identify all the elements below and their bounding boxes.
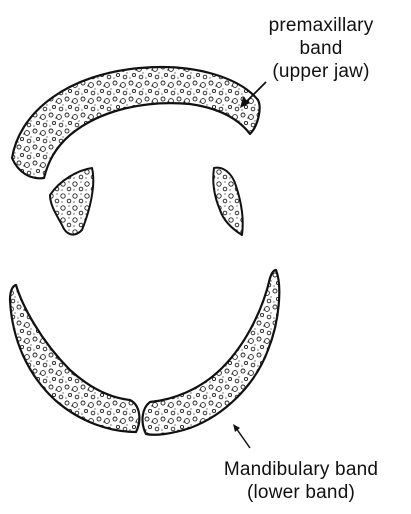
upper-right-fragment	[213, 168, 243, 235]
premaxillary-band-label: premaxillary band (upper jaw)	[236, 14, 406, 83]
lower-pointer-line	[236, 428, 250, 448]
mandibulary-band-left	[10, 285, 139, 432]
premaxillary-label-line2: band	[236, 37, 406, 60]
premaxillary-label-line1: premaxillary	[236, 14, 406, 37]
mandibulary-band-label: Mandibulary band (lower band)	[196, 458, 406, 504]
mandibulary-label-line2: (lower band)	[196, 481, 406, 504]
premaxillary-band	[12, 67, 260, 178]
upper-left-fragment	[50, 168, 93, 235]
premaxillary-label-line3: (upper jaw)	[236, 60, 406, 83]
mandibulary-band-right	[143, 270, 280, 435]
lower-pointer-arrowhead	[233, 424, 240, 432]
mandibulary-label-line1: Mandibulary band	[196, 458, 406, 481]
